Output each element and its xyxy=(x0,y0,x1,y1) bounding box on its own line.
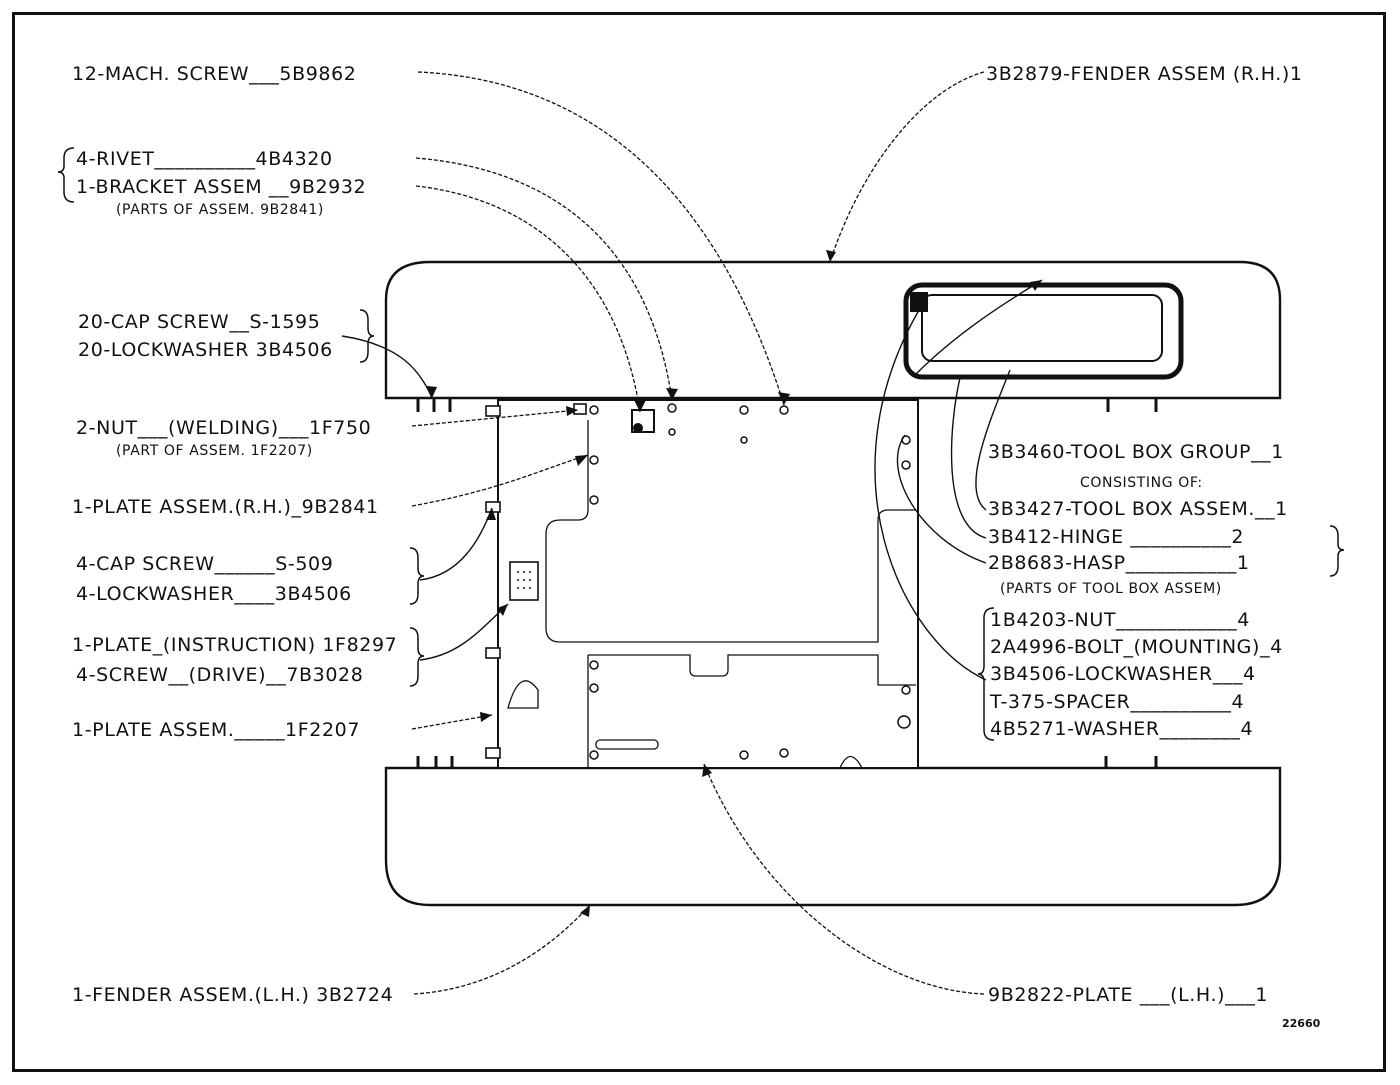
label-plate-instruction: 1-PLATE_(INSTRUCTION) 1F8297 xyxy=(72,634,397,656)
tool-box xyxy=(903,282,1184,380)
figure-number: 22660 xyxy=(1282,1017,1321,1030)
instruction-plate-dots xyxy=(517,571,531,589)
label-lockwasher-4: 4-LOCKWASHER____3B4506 xyxy=(76,583,352,605)
plate-notch xyxy=(839,755,863,769)
label-lockwasher-mount: 3B4506-LOCKWASHER___4 xyxy=(990,663,1256,685)
label-nut-welding: 2-NUT___(WELDING)___1F750 xyxy=(76,417,371,439)
label-consisting-of: CONSISTING OF: xyxy=(1080,475,1203,491)
drawing-frame xyxy=(12,12,1386,1072)
plate-slot xyxy=(595,739,659,750)
plate-holes xyxy=(589,403,911,760)
side-fasteners xyxy=(485,403,587,759)
label-bracket: 1-BRACKET ASSEM __9B2932 xyxy=(76,176,366,198)
label-cap-screw-20: 20-CAP SCREW__S-1595 xyxy=(78,311,320,333)
label-washer: 4B5271-WASHER________4 xyxy=(990,718,1253,740)
label-bolt-4: 2A4996-BOLT_(MOUNTING)_4 xyxy=(990,636,1283,658)
solid-leaders xyxy=(341,279,1043,681)
upper-studs xyxy=(416,398,1158,412)
label-tool-box-group: 3B3460-TOOL BOX GROUP__1 xyxy=(988,441,1284,463)
label-hasp: 2B8683-HASP___________1 xyxy=(988,552,1250,574)
label-fender-lh: 1-FENDER ASSEM.(L.H.) 3B2724 xyxy=(72,984,393,1006)
label-rivet: 4-RIVET__________4B4320 xyxy=(76,148,333,170)
plate-assem xyxy=(497,399,919,769)
label-fender-rh: 3B2879-FENDER ASSEM (R.H.)1 xyxy=(986,63,1303,85)
label-tool-box-assem: 3B3427-TOOL BOX ASSEM.__1 xyxy=(988,498,1288,520)
hasp-shape xyxy=(910,292,928,312)
plate-lh-outline xyxy=(587,654,916,768)
lower-studs xyxy=(416,756,1158,768)
label-braces xyxy=(57,147,1345,741)
label-part-of-1f2207: (PART OF ASSEM. 1F2207) xyxy=(116,443,313,459)
label-parts-of-9b2841: (PARTS OF ASSEM. 9B2841) xyxy=(116,202,324,218)
plate-cutout xyxy=(507,680,539,709)
leader-lines xyxy=(411,71,985,995)
label-hinge: 3B412-HINGE __________2 xyxy=(988,526,1244,548)
label-plate-assem: 1-PLATE ASSEM._____1F2207 xyxy=(72,719,360,741)
label-plate-rh: 1-PLATE ASSEM.(R.H.)_9B2841 xyxy=(72,496,379,518)
label-lockwasher-20: 20-LOCKWASHER 3B4506 xyxy=(78,339,333,361)
label-screw-drive: 4-SCREW__(DRIVE)__7B3028 xyxy=(76,664,363,686)
label-nut-4: 1B4203-NUT____________4 xyxy=(990,609,1250,631)
fender-lh xyxy=(384,766,1282,907)
bracket-rivet xyxy=(633,423,643,433)
label-cap-screw-4: 4-CAP SCREW______S-509 xyxy=(76,553,333,575)
label-plate-lh: 9B2822-PLATE ___(L.H.)___1 xyxy=(988,984,1268,1006)
arrow-heads xyxy=(427,250,1042,917)
tool-box-lid xyxy=(921,294,1163,362)
label-parts-of-tool-box: (PARTS OF TOOL BOX ASSEM) xyxy=(1000,581,1222,597)
label-spacer: T-375-SPACER__________4 xyxy=(989,691,1244,713)
label-mach-screw: 12-MACH. SCREW___5B9862 xyxy=(72,63,357,85)
